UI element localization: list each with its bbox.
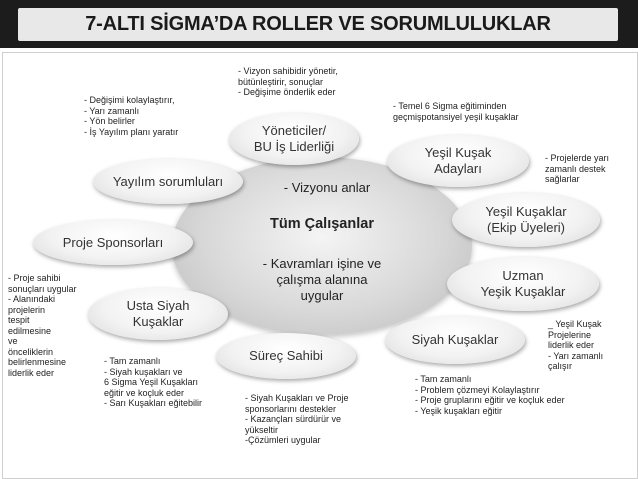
node-surec-sahibi: Süreç Sahibi — [216, 333, 356, 379]
page-title: 7-ALTI SİGMA’DA ROLLER VE SORUMLULUKLAR — [18, 8, 618, 41]
note-yayilim: - Değişimi kolaylaştırır, - Yarı zamanlı… — [84, 95, 179, 137]
node-yayilim-sorumlulari: Yayılım sorumluları — [93, 159, 243, 204]
note-yesil-kusaklar-ekip: - Projelerde yarı zamanlı destek sağlarl… — [545, 153, 610, 184]
center-line-apply: - Kavramları işine ve çalışma alanına uy… — [262, 256, 382, 303]
center-line-vision: - Vizyonu anlar — [283, 180, 371, 195]
note-yoneticiler: - Vizyon sahibidir yönetir, bütünleştiri… — [238, 66, 338, 97]
note-yesil-kusak-adaylari: - Temel 6 Sigma eğitiminden geçmişpotans… — [393, 101, 519, 122]
note-uzman-yesik-kusaklar: _ Yeşil Kuşak Projelerine liderlik eder … — [548, 319, 604, 371]
center-label: Tüm Çalışanlar — [270, 216, 374, 232]
title-bar: 7-ALTI SİGMA’DA ROLLER VE SORUMLULUKLAR — [0, 0, 638, 48]
note-surec-sahibi: - Siyah Kuşakları ve Proje sponsorlarını… — [245, 393, 349, 445]
note-siyah-kusaklar: - Tam zamanlı - Problem çözmeyi Kolaylaş… — [415, 374, 565, 416]
node-yesil-kusaklar-ekip: Yeşil Kuşaklar (Ekip Üyeleri) — [452, 193, 600, 247]
note-usta-siyah-kusaklar: - Tam zamanlı - Siyah kuşakları ve 6 Sig… — [104, 356, 203, 408]
node-proje-sponsorlari: Proje Sponsorları — [33, 220, 193, 265]
node-siyah-kusaklar: Siyah Kuşaklar — [385, 316, 525, 364]
note-proje-sponsorlari: - Proje sahibi sonuçları uygular - Alanı… — [8, 273, 77, 378]
node-uzman-yesik-kusaklar: Uzman Yeşik Kuşaklar — [447, 257, 599, 311]
node-yoneticiler: Yöneticiler/ BU İş Liderliği — [229, 113, 359, 165]
node-usta-siyah-kusaklar: Usta Siyah Kuşaklar — [88, 288, 228, 340]
node-yesil-kusak-adaylari: Yeşil Kuşak Adayları — [387, 135, 529, 187]
